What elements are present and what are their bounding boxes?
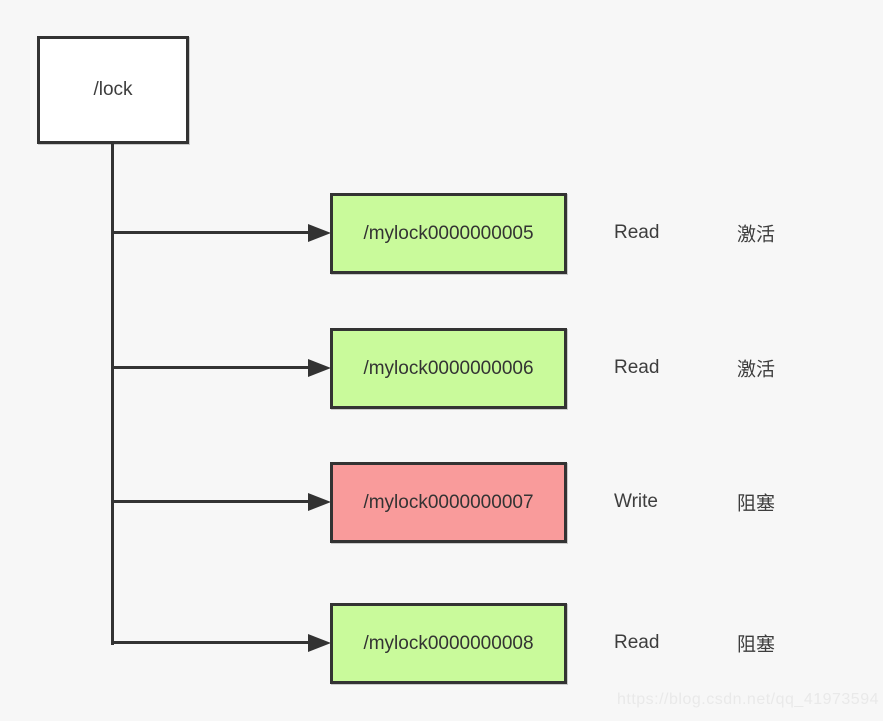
arrowhead-icon <box>308 224 331 242</box>
child-node-mylock0000000006: /mylock0000000006 <box>330 328 567 409</box>
child-node-mylock0000000007: /mylock0000000007 <box>330 462 567 543</box>
connector-trunk-line <box>111 143 114 645</box>
connector-branch-line-3 <box>111 500 310 503</box>
connector-branch-line-2 <box>111 366 310 369</box>
child-node-label: /mylock0000000007 <box>363 491 534 513</box>
root-node-label: /lock <box>93 79 133 100</box>
child-node-mylock0000000005: /mylock0000000005 <box>330 193 567 274</box>
status-label: 阻塞 <box>737 493 776 515</box>
action-label: Write <box>614 491 658 512</box>
action-label: Read <box>614 222 660 243</box>
child-node-label: /mylock0000000008 <box>363 632 534 654</box>
connector-branch-line-1 <box>111 231 310 234</box>
child-node-mylock0000000008: /mylock0000000008 <box>330 603 567 684</box>
status-label: 激活 <box>737 224 776 246</box>
status-label: 阻塞 <box>737 634 776 656</box>
watermark-url: https://blog.csdn.net/qq_41973594 <box>616 691 879 708</box>
root-node-lock: /lock <box>37 36 189 144</box>
arrowhead-icon <box>308 493 331 511</box>
child-node-label: /mylock0000000005 <box>363 222 534 244</box>
action-label: Read <box>614 357 660 378</box>
connector-branch-line-4 <box>111 641 310 644</box>
child-node-label: /mylock0000000006 <box>363 357 534 379</box>
arrowhead-icon <box>308 359 331 377</box>
action-label: Read <box>614 632 660 653</box>
status-label: 激活 <box>737 359 776 381</box>
arrowhead-icon <box>308 634 331 652</box>
